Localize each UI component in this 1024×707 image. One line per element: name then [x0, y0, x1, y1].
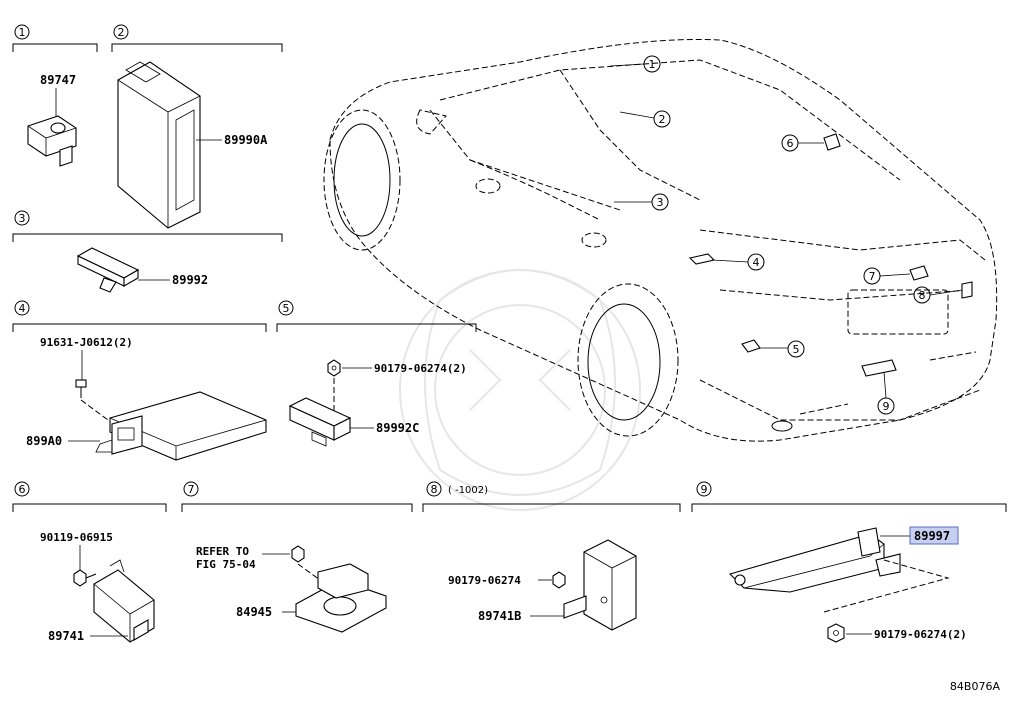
nut-sec7 — [291, 545, 305, 563]
section-4: 4 91631-J0612(2) 899A0 — [12, 300, 267, 461]
bolt-91631 — [75, 379, 87, 398]
part-89747-label[interactable]: 89747 — [40, 73, 76, 87]
section-3: 3 89992 — [12, 210, 283, 293]
svg-text:9: 9 — [883, 400, 890, 413]
section-6-number: 6 — [19, 483, 26, 496]
section-8-date-range: ( -1002) — [448, 485, 488, 496]
svg-text:5: 5 — [793, 343, 800, 356]
car-callout-4[interactable] — [747, 253, 765, 271]
module-89741B — [563, 539, 637, 631]
sensor-89741 — [93, 559, 155, 643]
section-3-number: 3 — [19, 212, 26, 225]
nut-90179-sec9 — [827, 623, 845, 643]
car-callout-2[interactable] — [653, 110, 671, 128]
sensor-89747 — [27, 115, 77, 167]
part-899A0-label[interactable]: 899A0 — [26, 434, 62, 448]
part-89992C-label[interactable]: 89992C — [376, 421, 419, 435]
watermark-emblem — [399, 269, 641, 511]
section-1: 1 89747 — [12, 24, 98, 167]
section-2-number: 2 — [118, 26, 125, 39]
section-4-number: 4 — [19, 302, 26, 315]
svg-text:2: 2 — [659, 113, 666, 126]
part-91631-label[interactable]: 91631-J0612(2) — [40, 336, 133, 349]
section-2: 2 89990A — [111, 24, 283, 229]
car-callout-5[interactable] — [787, 340, 805, 358]
part-89990A-label[interactable]: 89990A — [224, 133, 268, 147]
svg-text:3: 3 — [657, 196, 664, 209]
svg-text:4: 4 — [753, 256, 760, 269]
antenna-89992C — [288, 397, 352, 447]
nut-90179-sec5 — [327, 359, 341, 377]
part-90179-sec5-label[interactable]: 90179-06274(2) — [374, 362, 467, 375]
svg-text:7: 7 — [869, 270, 876, 283]
part-89741-label[interactable]: 89741 — [48, 629, 84, 643]
nut-90179-sec8 — [552, 571, 566, 589]
svg-text:6: 6 — [787, 137, 794, 150]
part-84945-label[interactable]: 84945 — [236, 605, 272, 619]
antenna-89992 — [76, 247, 140, 293]
part-90119-label[interactable]: 90119-06915 — [40, 531, 113, 544]
figure-code: 84B076A — [950, 680, 1001, 693]
section-6: 6 90119-06915 89741 — [12, 481, 167, 643]
part-89997-label[interactable]: 89997 — [914, 529, 950, 543]
section-8: 8 ( -1002) 90179-06274 89741B — [422, 481, 681, 631]
part-89997-highlight — [909, 526, 959, 545]
part-90179-sec9-label[interactable]: 90179-06274(2) — [874, 628, 967, 641]
ecu-89990A — [117, 61, 201, 229]
car-overview — [323, 38, 998, 442]
section-7-number: 7 — [188, 483, 195, 496]
section-9-number: 9 — [701, 483, 708, 496]
car-callout-1[interactable] — [643, 55, 661, 73]
svg-text:1: 1 — [649, 58, 656, 71]
section-8-number: 8 — [431, 483, 438, 496]
svg-text:8: 8 — [919, 289, 926, 302]
part-89992-label[interactable]: 89992 — [172, 273, 208, 287]
refer-note-line1[interactable]: REFER TO — [196, 545, 249, 558]
car-callout-9[interactable] — [877, 397, 895, 415]
section-1-number: 1 — [19, 26, 26, 39]
section-5-number: 5 — [283, 302, 290, 315]
section-5: 5 90179-06274(2) 89992C — [276, 300, 477, 447]
car-callout-3[interactable] — [651, 193, 669, 211]
car-callouts: 1 2 3 4 5 6 7 8 9 — [609, 55, 973, 415]
refer-note-line2[interactable]: FIG 75-04 — [196, 558, 256, 571]
section-9: 9 89997 90179-06274(2) — [691, 481, 1007, 643]
module-899A0 — [95, 391, 267, 461]
bolt-90119 — [73, 569, 97, 587]
bracket-84945 — [295, 563, 387, 633]
section-7: 7 REFER TO FIG 75-04 84945 — [181, 481, 413, 633]
antenna-89997 — [728, 527, 901, 593]
section-1-marker — [14, 24, 30, 40]
part-90179-sec8-label[interactable]: 90179-06274 — [448, 574, 521, 587]
part-89741B-label[interactable]: 89741B — [478, 609, 521, 623]
